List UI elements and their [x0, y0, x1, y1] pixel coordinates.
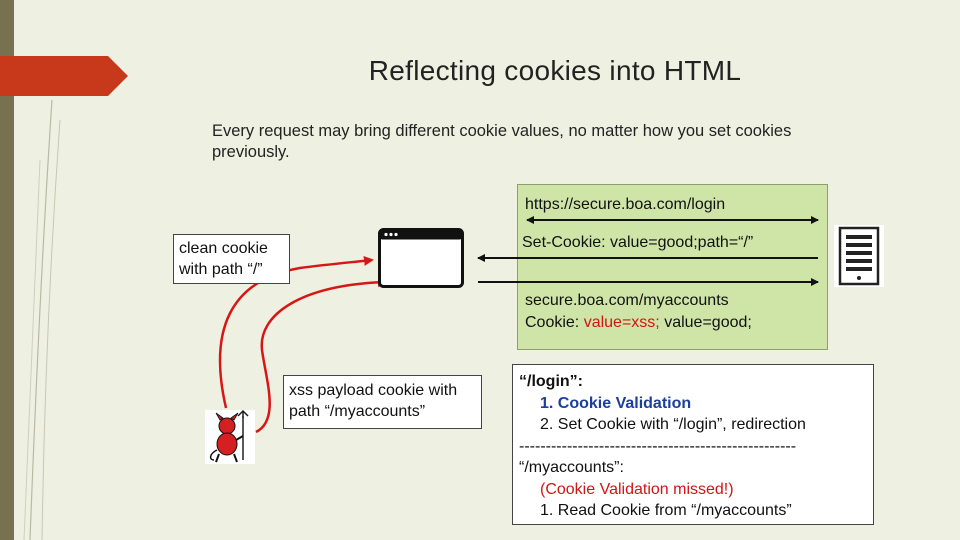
devil-attacker-icon	[205, 410, 255, 464]
validation-missed-note: (Cookie Validation missed!)	[540, 480, 734, 498]
browser-window-icon	[378, 228, 464, 288]
set-cookie-header: Set-Cookie: value=good;path=“/”	[522, 234, 754, 251]
myaccounts-heading: “/myaccounts”:	[519, 459, 624, 476]
set-cookie-step: 2. Set Cookie with “/login”, redirection	[540, 416, 806, 433]
cookie-prefix: Cookie:	[525, 314, 584, 331]
server-icon	[834, 225, 884, 287]
request-host: secure.boa.com/myaccounts	[525, 292, 729, 309]
title-accent-arrow	[0, 56, 128, 96]
black-arrows	[477, 216, 819, 286]
server-logic-notes: “/login”: 1. Cookie Validation 2. Set Co…	[512, 364, 874, 525]
decorative-lines	[23, 99, 61, 540]
intro-text: Every request may bring different cookie…	[212, 122, 792, 161]
login-heading: “/login”:	[519, 373, 583, 390]
left-band	[0, 0, 14, 540]
http-exchange-box	[517, 184, 828, 350]
cookie-validation-step: 1. Cookie Validation	[540, 394, 692, 412]
notes-divider: ----------------------------------------…	[519, 437, 797, 455]
clean-cookie-label: clean cookie with path “/”	[173, 234, 290, 284]
read-cookie-step: 1. Read Cookie from “/myaccounts”	[540, 502, 792, 519]
slide-title: Reflecting cookies into HTML	[368, 55, 742, 86]
cookie-good-value: value=good;	[659, 314, 752, 331]
cookie-header: Cookie: value=xss; value=good;	[525, 314, 752, 332]
login-url: https://secure.boa.com/login	[525, 196, 726, 213]
xss-cookie-label: xss payload cookie with path “/myaccount…	[283, 375, 482, 429]
cookie-bad-value: value=xss;	[583, 314, 660, 331]
